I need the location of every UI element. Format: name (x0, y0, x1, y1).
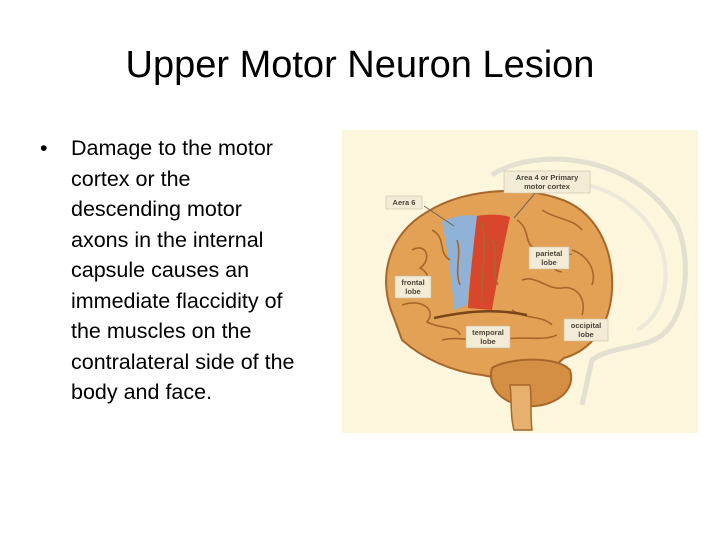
label-box (394, 275, 432, 299)
brain-diagram: Area 4 or Primary motor cortex Aera 6 fr… (342, 130, 698, 433)
label-text: lobe (541, 258, 556, 267)
brainstem (509, 384, 533, 431)
label-text: lobe (578, 330, 593, 339)
label-text: lobe (405, 287, 420, 296)
label-text: occipital (571, 321, 601, 330)
bullet-line: Damage to the motor (71, 136, 273, 160)
label-box (503, 170, 591, 194)
brain-illustration: Area 4 or Primary motor cortex Aera 6 fr… (342, 130, 698, 433)
bullet-line: the muscles on the (71, 319, 252, 343)
label-text: frontal (401, 278, 424, 287)
label-box (465, 325, 511, 349)
label-text: temporal (472, 328, 504, 337)
bullet-line: contralateral side of the (71, 349, 295, 374)
label-text: lobe (480, 337, 495, 346)
label-text: motor cortex (524, 182, 571, 191)
label-area-4: Area 4 or Primary motor cortex (503, 170, 591, 194)
slide-title: Upper Motor Neuron Lesion (125, 44, 595, 86)
bullet-line: immediate flaccidity of (71, 288, 283, 313)
bullet-marker: • (40, 136, 48, 160)
label-frontal-lobe: frontal lobe (394, 275, 432, 299)
bullet-list: • Damage to the motor cortex or the desc… (40, 133, 340, 408)
bullet-line: axons in the internal (71, 227, 264, 252)
label-area-6: Aera 6 (385, 195, 423, 210)
bullet-line: descending motor (71, 197, 242, 221)
label-box (528, 246, 570, 270)
lateral-sulcus (433, 310, 528, 320)
bullet-line: cortex or the (71, 166, 191, 191)
label-text: Aera 6 (393, 198, 416, 207)
label-parietal-lobe: parietal lobe (528, 246, 570, 270)
label-temporal-lobe: temporal lobe (465, 325, 511, 349)
brain-cerebrum (385, 189, 614, 379)
label-box (563, 318, 609, 342)
bullet-line: body and face. (71, 380, 213, 404)
label-text: parietal (536, 249, 563, 258)
label-occipital-lobe: occipital lobe (563, 318, 609, 342)
bullet-item: • Damage to the motor cortex or the desc… (40, 133, 340, 408)
label-box (385, 195, 423, 210)
area-4-region (468, 214, 510, 310)
label-text: Area 4 or Primary (516, 173, 579, 182)
bullet-line: capsule causes an (71, 258, 250, 282)
head-outline (490, 156, 688, 406)
area-6-region (442, 215, 477, 310)
